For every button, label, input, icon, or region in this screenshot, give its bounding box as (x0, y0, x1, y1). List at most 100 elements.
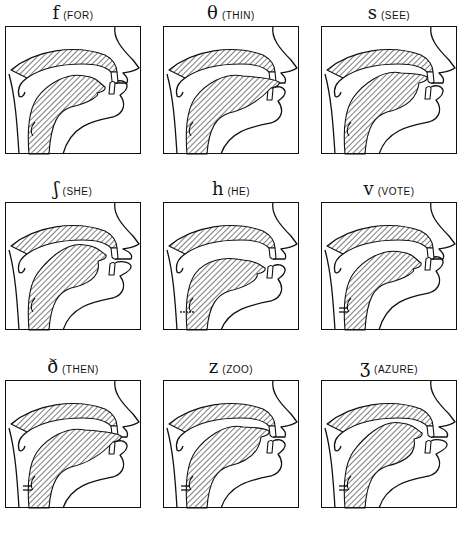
lower-teeth (425, 441, 431, 454)
example-word: (SEE) (381, 10, 410, 21)
epiglottis (347, 476, 351, 490)
voicing-mark (181, 486, 190, 490)
phonetic-symbol: ð (47, 356, 58, 377)
velum (176, 254, 185, 273)
velum (334, 78, 343, 97)
velum (18, 78, 27, 97)
panel-heading: s(SEE) (302, 2, 467, 23)
example-word: (THEN) (62, 364, 99, 375)
epiglottis (189, 476, 193, 490)
tongue (28, 75, 105, 154)
pharynx-wall (167, 428, 177, 508)
articulation-panel: h(HE) (163, 202, 299, 330)
breath-dot (183, 311, 185, 313)
lower-teeth (425, 258, 431, 271)
vocal-tract-drawing (167, 202, 297, 330)
face-profile (431, 202, 455, 259)
voicing-mark (339, 486, 348, 490)
face-profile (115, 202, 139, 259)
upper-teeth (269, 426, 276, 437)
pharynx-wall (325, 74, 335, 154)
vocal-tract-drawing (9, 26, 139, 154)
panel-heading: ð (THEN) (0, 356, 160, 377)
velum (18, 432, 27, 451)
articulation-panel: ʒ(AZURE) (321, 380, 457, 508)
example-word: (FOR) (63, 10, 93, 21)
epiglottis (347, 122, 351, 136)
pharynx-wall (9, 250, 19, 330)
breath-dot (180, 311, 182, 313)
face-profile (273, 380, 297, 437)
voicing-stroke (339, 489, 348, 490)
pharynx-wall (9, 74, 19, 154)
articulation-panel: v(VOTE) (321, 202, 457, 330)
hard-palate (11, 50, 117, 78)
tongue (344, 72, 427, 154)
tongue (344, 422, 422, 508)
example-word: (HE) (228, 186, 251, 197)
phonetic-symbol: h (212, 178, 224, 199)
phonetic-symbol: f (53, 2, 60, 23)
face-profile (431, 380, 455, 437)
articulation-panel: ð(THEN) (5, 380, 141, 508)
upper-teeth (427, 72, 434, 83)
epiglottis (189, 298, 193, 312)
lower-teeth (267, 441, 273, 454)
voicing-stroke (339, 307, 348, 308)
voicing-stroke (23, 485, 32, 486)
velum (176, 78, 185, 97)
velum (334, 432, 343, 451)
epiglottis (347, 298, 351, 312)
vocal-tract-drawing (167, 380, 297, 508)
panel-heading: ʃ (SHE) (0, 178, 160, 199)
epiglottis (31, 476, 35, 490)
pharynx-wall (325, 428, 335, 508)
face-profile (273, 26, 297, 83)
voicing-stroke (23, 489, 32, 490)
upper-teeth (269, 248, 276, 259)
example-word: (VOTE) (378, 186, 415, 197)
breath-dot (192, 311, 194, 313)
upper-teeth (111, 248, 118, 259)
pharynx-wall (167, 250, 177, 330)
velum (18, 254, 27, 273)
hard-palate (11, 404, 117, 432)
pharynx-wall (325, 250, 335, 330)
hard-palate (327, 226, 433, 254)
tongue (186, 426, 269, 508)
tongue (344, 251, 421, 330)
example-word: (SHE) (63, 186, 93, 197)
phonetic-symbol: θ (207, 2, 218, 23)
vocal-tract-drawing (325, 380, 455, 508)
phonetic-symbol: ʃ (54, 178, 59, 199)
tongue (186, 75, 279, 154)
articulation-panel: z(ZOO) (163, 380, 299, 508)
vocal-tract-drawing (9, 202, 139, 330)
example-word: (ZOO) (222, 364, 253, 375)
panel-heading: z(ZOO) (144, 356, 318, 377)
panel-heading: v (VOTE) (302, 178, 467, 199)
face-profile (115, 380, 139, 437)
phonetic-symbol: v (363, 178, 373, 199)
voicing-stroke (339, 485, 348, 486)
face-profile (431, 26, 455, 83)
voicing-stroke (181, 485, 190, 486)
epiglottis (31, 298, 35, 312)
lower-teeth (425, 87, 431, 100)
vocal-tract-drawing (325, 26, 455, 154)
lower-teeth (109, 263, 115, 276)
voicing-mark (339, 308, 348, 312)
voicing-mark (23, 486, 32, 490)
vocal-tract-drawing (325, 202, 455, 330)
breath-dot (189, 311, 191, 313)
example-word: (AZURE) (374, 364, 418, 375)
hard-palate (169, 226, 275, 254)
phonetic-symbol: ʒ (360, 356, 370, 377)
articulation-panel: s(SEE) (321, 26, 457, 154)
voicing-stroke (339, 311, 348, 312)
articulation-panel: f(FOR) (5, 26, 141, 154)
articulation-panel: ʃ(SHE) (5, 202, 141, 330)
pharynx-wall (9, 428, 19, 508)
velum (334, 254, 343, 273)
